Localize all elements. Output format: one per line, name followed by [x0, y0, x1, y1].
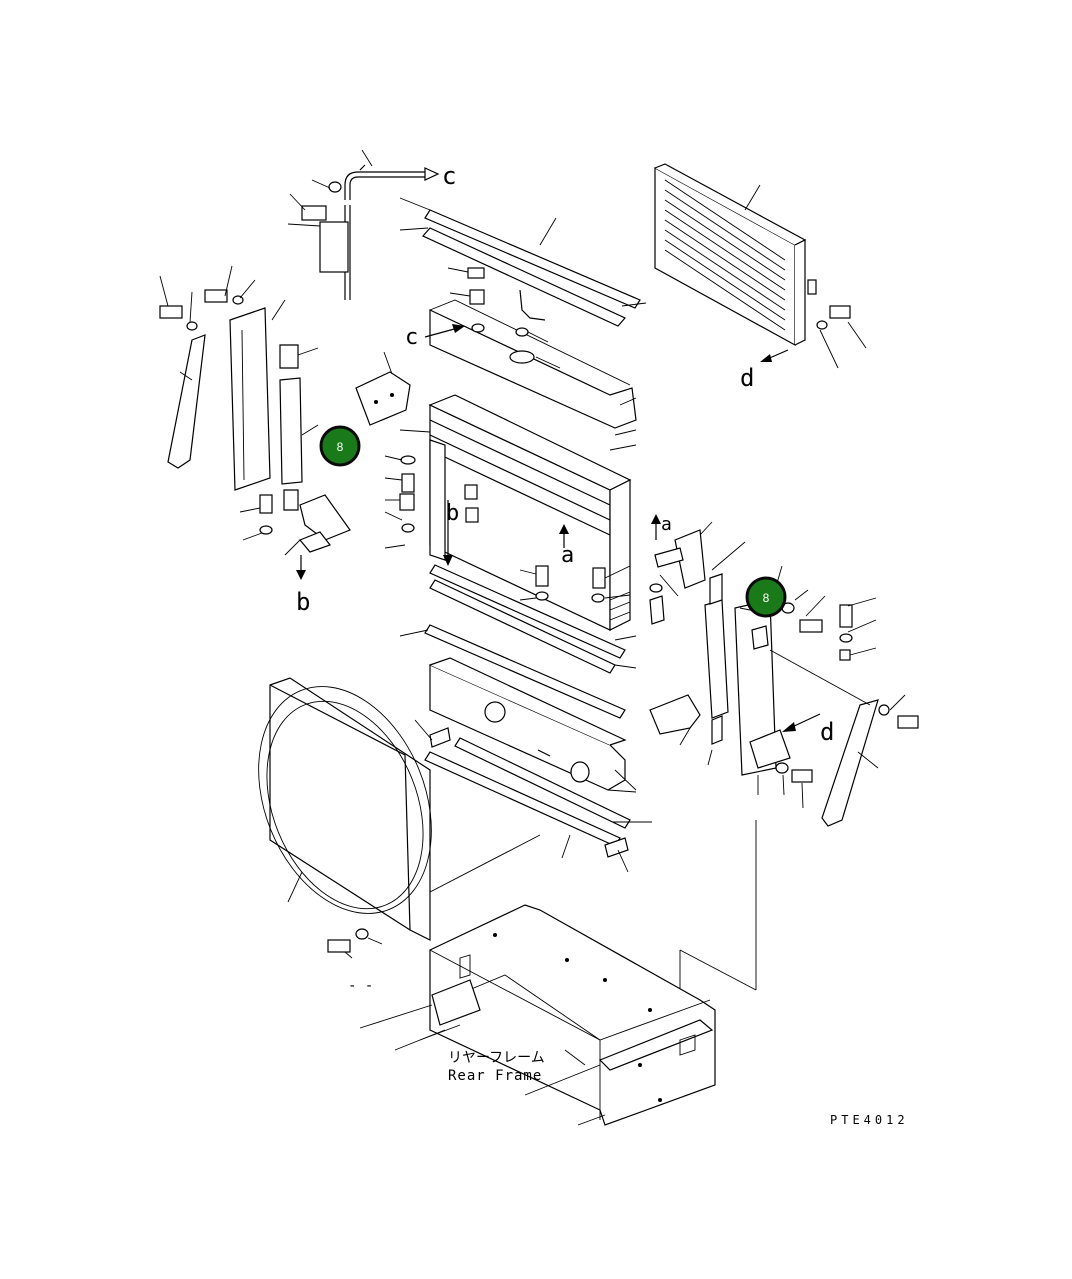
ref-b-arrowhead: [443, 555, 453, 566]
pipe-assembly: [287, 149, 440, 300]
ref-c-arrow: [424, 327, 459, 338]
rear-frame-en-label: Rear Frame: [448, 1068, 542, 1084]
rear-frame-jp-label: リヤーフレーム: [448, 1050, 545, 1066]
callout-marker-left-label: 8: [337, 440, 344, 454]
ref-b-mid: b: [446, 501, 459, 526]
ref-d-top: d: [740, 364, 754, 392]
ref-d-right: d: [820, 718, 834, 746]
radiator-core: [399, 394, 637, 631]
callout-marker-left[interactable]: 8: [319, 425, 361, 467]
ref-a-right: a: [661, 514, 672, 535]
callout-marker-right-label: 8: [763, 591, 770, 605]
core-seal-strips: [399, 564, 637, 719]
condenser: [654, 163, 867, 369]
ref-a-arrowhead-right: [651, 514, 661, 524]
drawing-code: PTE4012: [830, 1113, 909, 1127]
ref-a-mid: a: [561, 543, 574, 568]
top-seal-strips: [399, 197, 647, 327]
top-tank: [429, 267, 637, 429]
ref-b-left: b: [296, 588, 310, 616]
rear-frame: [359, 904, 716, 1126]
ref-c-arrowhead: [452, 324, 465, 333]
lower-seal-strips: [414, 719, 652, 873]
bottom-tank: [429, 657, 637, 791]
right-side-assembly: [649, 521, 919, 1012]
ref-a-arrowhead-mid: [559, 524, 569, 534]
upper-bracket: [355, 351, 411, 426]
callout-marker-right-circle[interactable]: [745, 576, 787, 618]
left-side-assembly: [159, 265, 351, 580]
center-bolts: [384, 455, 631, 603]
dash-mark: - -: [348, 978, 373, 994]
fan-shroud: [258, 677, 541, 959]
callout-marker-left-circle[interactable]: [319, 425, 361, 467]
callout-marker-right[interactable]: 8: [745, 576, 787, 618]
ref-c-top: c: [442, 162, 456, 190]
ref-c-mid: c: [405, 325, 418, 350]
